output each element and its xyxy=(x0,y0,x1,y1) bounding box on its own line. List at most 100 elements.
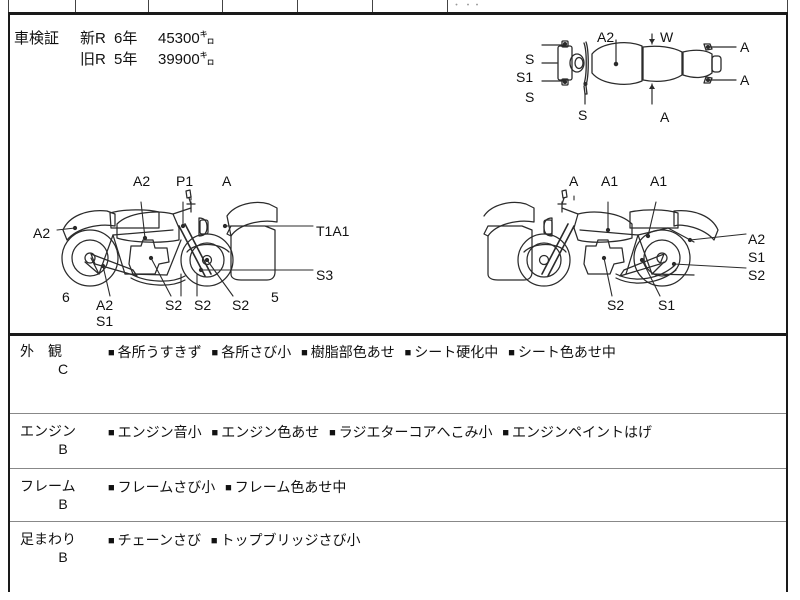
rule-exterior-engine xyxy=(8,413,788,414)
condition-item-text: フレームさび小 xyxy=(117,479,216,495)
top-row-ghost-text: ・ ・・ xyxy=(452,1,482,9)
motorcycle-left-view-diagram xyxy=(55,178,330,303)
label-right-view-s2-engine: S2 xyxy=(607,297,625,313)
condition-item-text: 樹脂部色あせ xyxy=(310,344,395,360)
label-top-view-a2: A2 xyxy=(597,29,615,45)
registration-mileage: 39900㌔ xyxy=(158,51,215,68)
label-right-view-a1-frame: A1 xyxy=(650,173,668,189)
condition-item-text: エンジン色あせ xyxy=(221,424,320,440)
registration-mileage: 45300㌔ xyxy=(158,30,215,47)
condition-row-frame: フレーム B ■フレームさび小 ■フレーム色あせ中 xyxy=(8,471,788,521)
bullet-icon: ■ xyxy=(108,482,115,494)
column-divider xyxy=(447,0,448,12)
rule-frame-suspension xyxy=(8,521,788,522)
condition-grade-suspension: B xyxy=(58,549,68,565)
motorcycle-top-view-diagram xyxy=(540,28,790,128)
bullet-icon: ■ xyxy=(211,427,219,439)
condition-item: ■フレームさび小 xyxy=(108,479,215,495)
condition-item-text: シート色あせ中 xyxy=(517,344,616,360)
column-divider xyxy=(787,0,788,12)
label-top-view-s-lower: S xyxy=(525,89,535,105)
condition-item: ■チェーンさび xyxy=(108,532,201,548)
condition-item: ■フレーム色あせ中 xyxy=(225,479,346,495)
condition-items-frame: ■フレームさび小 ■フレーム色あせ中 xyxy=(108,477,782,498)
condition-item: ■エンジン色あせ xyxy=(212,424,320,440)
label-left-view-s2-b: S2 xyxy=(194,297,212,313)
condition-item-text: エンジン音小 xyxy=(117,424,202,440)
column-divider xyxy=(8,0,9,12)
condition-items-engine: ■エンジン音小 ■エンジン色あせ ■ラジエターコアへこみ小 ■エンジンペイントは… xyxy=(108,422,782,443)
right-view-drawing xyxy=(483,189,747,297)
condition-name-frame: フレーム xyxy=(20,477,106,495)
label-top-view-w: W xyxy=(660,29,674,45)
registration-era: 新R xyxy=(80,30,106,47)
label-left-view-a2-rear: A2 xyxy=(33,225,51,241)
label-right-view-s1-right: S1 xyxy=(748,249,766,265)
bullet-icon: ■ xyxy=(108,347,115,359)
left-border xyxy=(8,12,10,592)
condition-item: ■シート色あせ中 xyxy=(508,344,616,360)
condition-grade-frame: B xyxy=(58,496,68,512)
label-top-view-a-rear-upper: A xyxy=(740,39,750,55)
rule-engine-frame xyxy=(8,468,788,469)
label-top-view-s1: S1 xyxy=(516,69,534,85)
label-right-view-s2-right: S2 xyxy=(748,267,766,283)
condition-items-exterior: ■各所うすきず ■各所さび小 ■樹脂部色あせ ■シート硬化中 ■シート色あせ中 xyxy=(108,342,782,363)
condition-row-exterior: 外 観 C ■各所うすきず ■各所さび小 ■樹脂部色あせ ■シート硬化中 ■シー… xyxy=(8,336,788,413)
label-left-view-s2-a: S2 xyxy=(165,297,183,313)
condition-item-text: シート硬化中 xyxy=(414,344,499,360)
label-top-view-s-fender: S xyxy=(578,107,588,123)
condition-item: ■樹脂部色あせ xyxy=(301,344,395,360)
column-divider xyxy=(75,0,76,12)
label-right-view-a2: A2 xyxy=(748,231,766,247)
top-partial-table-row: ・ ・・ xyxy=(0,0,800,12)
label-right-view-a: A xyxy=(569,173,579,189)
label-right-view-s1-lower: S1 xyxy=(658,297,676,313)
condition-grade-exterior: C xyxy=(57,361,69,377)
condition-item: ■エンジン音小 xyxy=(108,424,202,440)
condition-row-suspension: 足まわり B ■チェーンさび ■トップブリッジさび小 xyxy=(8,524,788,584)
rule-below-diagrams xyxy=(8,333,788,336)
bullet-icon: ■ xyxy=(108,535,115,547)
label-left-view-s2-c: S2 xyxy=(232,297,250,313)
motorcycle-right-view-diagram xyxy=(478,178,753,303)
left-view-drawing xyxy=(56,189,314,297)
condition-item-text: ラジエターコアへこみ小 xyxy=(338,424,493,440)
condition-item-text: フレーム色あせ中 xyxy=(234,479,347,495)
bullet-icon: ■ xyxy=(329,427,336,439)
condition-item-text: 各所うすきず xyxy=(117,344,202,360)
label-right-view-a1-tank: A1 xyxy=(601,173,619,189)
condition-grade-engine: B xyxy=(58,441,68,457)
condition-item: ■トップブリッジさび小 xyxy=(211,532,361,548)
condition-name-text: 足まわり xyxy=(20,531,76,547)
label-left-view-a2-tank: A2 xyxy=(133,173,151,189)
label-left-view-t1a1: T1A1 xyxy=(316,223,350,239)
label-left-view-s1: S1 xyxy=(96,313,114,329)
column-divider xyxy=(148,0,149,12)
label-left-view-p1: P1 xyxy=(176,173,194,189)
condition-name-suspension: 足まわり xyxy=(20,530,106,548)
bullet-icon: ■ xyxy=(502,427,510,439)
condition-name-exterior: 外 観 xyxy=(20,342,106,360)
column-divider xyxy=(372,0,373,12)
label-left-view-5: 5 xyxy=(271,289,279,305)
condition-item-text: トップブリッジさび小 xyxy=(220,532,361,548)
condition-item: ■シート硬化中 xyxy=(405,344,499,360)
condition-item: ■ラジエターコアへこみ小 xyxy=(329,424,492,440)
label-left-view-a: A xyxy=(222,173,232,189)
label-top-view-a-bottom: A xyxy=(660,109,670,125)
column-divider xyxy=(222,0,223,12)
rule-top xyxy=(8,12,788,15)
column-divider xyxy=(297,0,298,12)
bullet-icon: ■ xyxy=(508,347,515,359)
condition-item-text: エンジンペイントはげ xyxy=(512,424,653,440)
bullet-icon: ■ xyxy=(225,482,232,494)
condition-item-text: 各所さび小 xyxy=(221,344,292,360)
condition-name-text: フレーム xyxy=(20,478,76,494)
label-top-view-a-rear-lower: A xyxy=(740,72,750,88)
label-left-view-s3: S3 xyxy=(316,267,334,283)
condition-name-engine: エンジン xyxy=(20,422,106,440)
